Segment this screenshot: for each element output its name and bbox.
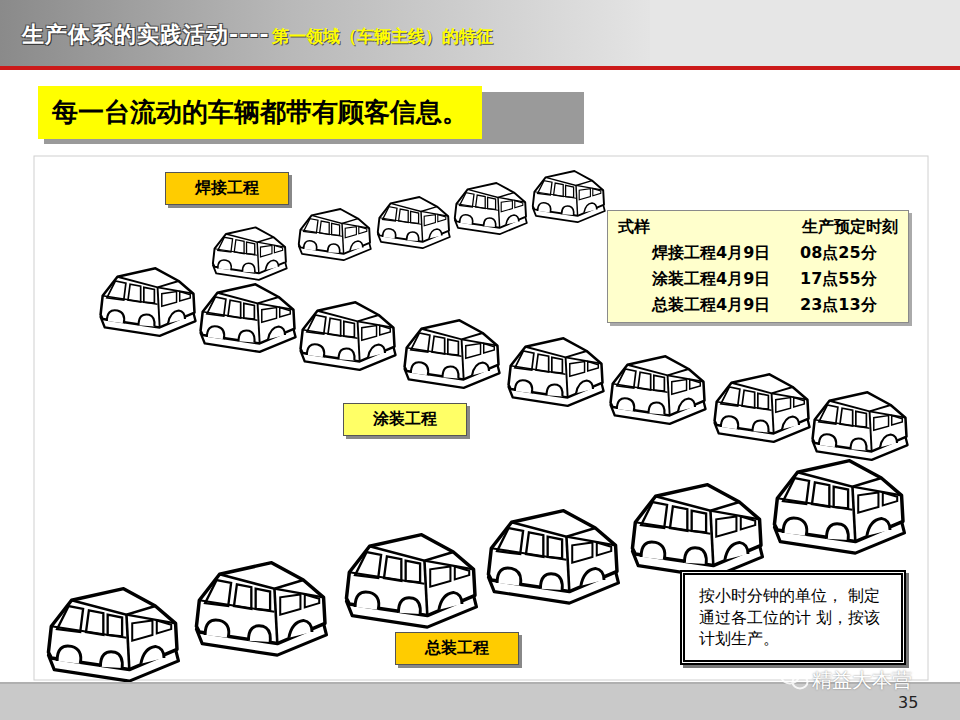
node-text: 焊接工程 xyxy=(182,178,272,199)
slide-subtitle: 第一领域（车辆主线）的特征 xyxy=(272,25,493,48)
schedule-note: 式样生产预定时刻焊接工程4月9日08点25分涂装工程4月9日17点55分总装工程… xyxy=(607,210,909,323)
table-cell: 4月9日 xyxy=(716,295,800,316)
table-cell: 涂装工程 xyxy=(618,269,716,290)
table-cell: 08点25分 xyxy=(800,243,898,264)
node-text: 总装工程 xyxy=(412,638,502,659)
table-cell: 生产预定时刻 xyxy=(716,217,898,238)
watermark: 精益大本营 xyxy=(812,667,912,694)
table-cell: 式样 xyxy=(618,217,716,238)
page-number: 35 xyxy=(898,693,918,712)
table-cell: 17点55分 xyxy=(800,269,898,290)
table-cell: 4月9日 xyxy=(716,269,800,290)
node-text: 涂装工程 xyxy=(360,409,450,430)
headline-banner: 每一台流动的车辆都带有顾客信息。 xyxy=(38,86,482,139)
note-box: 按小时分钟的单位， 制定通过各工位的计 划，按该计划生产。 xyxy=(680,570,906,665)
table-cell: 4月9日 xyxy=(716,243,800,264)
process-label: 总装工程 xyxy=(395,632,519,665)
table-cell: 焊接工程 xyxy=(618,243,716,264)
node-text: 按小时分钟的单位， 制定通过各工位的计 划，按该计划生产。 xyxy=(699,585,887,650)
table-cell: 23点13分 xyxy=(800,295,898,316)
process-label: 焊接工程 xyxy=(165,172,289,205)
node-text: 每一台流动的车辆都带有顾客信息。 xyxy=(52,95,468,130)
process-label: 涂装工程 xyxy=(343,403,467,436)
slide-title: 生产体系的实践活动---- xyxy=(22,20,270,50)
table-cell: 总装工程 xyxy=(618,295,716,316)
